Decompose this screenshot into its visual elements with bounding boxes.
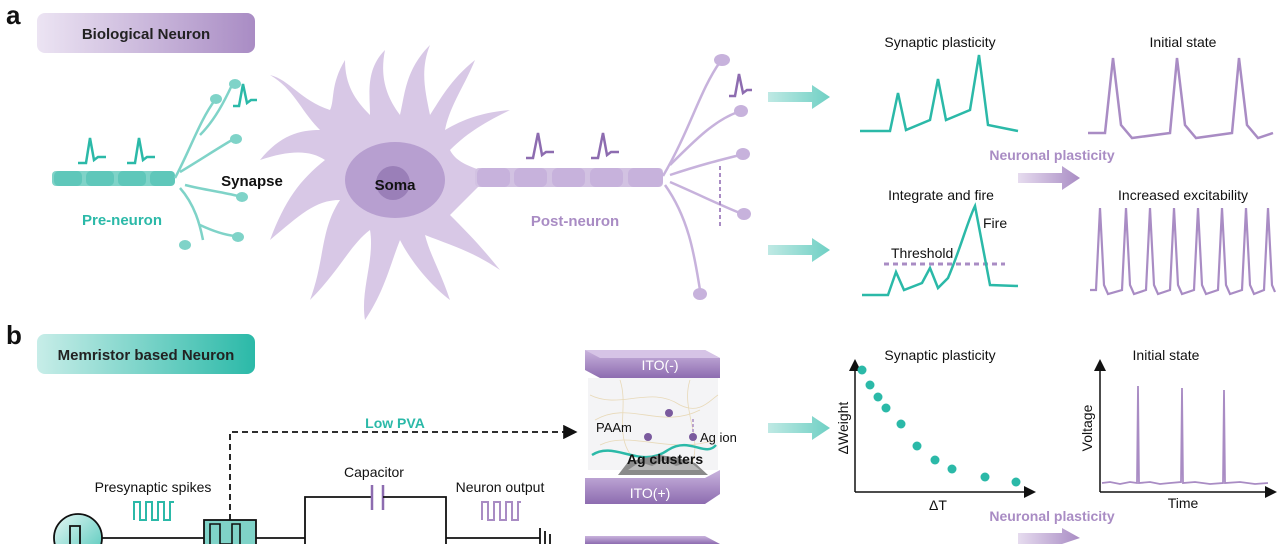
- ito-bottom-label: ITO(+): [630, 485, 671, 501]
- ag-clusters-label: Ag clusters: [627, 451, 703, 467]
- post-neuron-spikes: [526, 73, 752, 160]
- integrate-fire-trace: [862, 202, 1019, 297]
- synapse-label: Synapse: [221, 173, 283, 190]
- ground-symbol: [539, 528, 551, 544]
- wire-to-capacitor: [304, 496, 372, 544]
- increased-excitability-title: Increased excitability: [1118, 187, 1248, 203]
- post-neuron-boutons: [693, 54, 751, 300]
- panel-a-letter: a: [6, 0, 21, 30]
- polymer-network: [589, 379, 719, 469]
- b-synaptic-plasticity-title: Synaptic plasticity: [884, 347, 995, 363]
- ag-ion-label: Ag ion: [700, 430, 737, 445]
- pulse-source: [53, 513, 103, 544]
- soma-nucleus: [376, 166, 410, 200]
- capacitor-label: Capacitor: [344, 464, 404, 480]
- ito-top-label: ITO(-): [641, 357, 678, 373]
- b-initial-state-title: Initial state: [1133, 347, 1200, 363]
- paam-label: PAAm: [596, 420, 632, 435]
- a-synaptic-plasticity-title: Synaptic plasticity: [884, 34, 995, 50]
- a-synaptic-plasticity-trace: [860, 54, 1019, 133]
- b-time-axis-label: Time: [1168, 495, 1199, 511]
- low-pva-label: Low PVA: [365, 415, 425, 431]
- fire-label: Fire: [983, 215, 1007, 231]
- paam-chain: [591, 443, 717, 459]
- panel-a-title: Biological Neuron: [82, 26, 210, 43]
- b-neuronal-plasticity-arrow: [1018, 528, 1080, 544]
- pre-neuron-axon: [52, 171, 175, 186]
- wire-from-capacitor: [383, 496, 447, 544]
- pre-neuron-boutons: [179, 79, 248, 250]
- b-neuronal-plasticity-label: Neuronal plasticity: [989, 508, 1114, 524]
- ag-ions: [644, 409, 697, 441]
- arrow-to-integrate-fire: [768, 238, 830, 262]
- ito-next-electrode: [585, 536, 720, 544]
- a-neuronal-plasticity-arrow: [1018, 166, 1080, 190]
- neuron-output-label: Neuron output: [456, 479, 545, 495]
- panel-b-title: Memristor based Neuron: [58, 347, 235, 364]
- a-initial-state-title: Initial state: [1150, 34, 1217, 50]
- ito-bottom-electrode: [585, 470, 720, 504]
- post-neuron-axon: [475, 168, 663, 187]
- ito-top-face: [585, 350, 720, 358]
- b-stdp-points: [857, 365, 1021, 487]
- arrow-to-synaptic-plasticity: [768, 85, 830, 109]
- output-pulse-train: [481, 501, 521, 521]
- panel-b-title-box: [37, 334, 255, 374]
- panel-a-title-box: [37, 13, 255, 53]
- presynaptic-pulse-train: [133, 501, 174, 521]
- pre-neuron-terminals: [173, 84, 239, 241]
- pre-neuron-label: Pre-neuron: [82, 212, 162, 229]
- post-neuron-label: Post-neuron: [531, 213, 619, 230]
- threshold-label: Threshold: [891, 245, 953, 261]
- post-neuron-terminals: [661, 61, 741, 291]
- b-voltage-axis-label: Voltage: [1079, 404, 1095, 451]
- b-weight-axis-label: ΔWeight: [835, 402, 851, 455]
- b-initial-state-trace: [1101, 385, 1269, 485]
- hydrogel-layer: [588, 378, 718, 470]
- pulse-source-symbol: [69, 525, 81, 544]
- panel-b-letter: b: [6, 320, 22, 350]
- presynaptic-label: Presynaptic spikes: [95, 479, 212, 495]
- ag-cluster-pile: [618, 455, 708, 475]
- integrate-fire-title: Integrate and fire: [888, 187, 994, 203]
- increased-excitability-trace: [1090, 207, 1277, 296]
- arrow-to-b-plots: [768, 416, 830, 440]
- memristor-symbol: [209, 523, 241, 544]
- pre-neuron-spikes: [78, 83, 257, 165]
- soma-label: Soma: [375, 177, 417, 194]
- b-dt-axis-label: ΔT: [929, 497, 947, 513]
- a-initial-state-trace: [1088, 57, 1274, 140]
- a-neuronal-plasticity-label: Neuronal plasticity: [989, 147, 1114, 163]
